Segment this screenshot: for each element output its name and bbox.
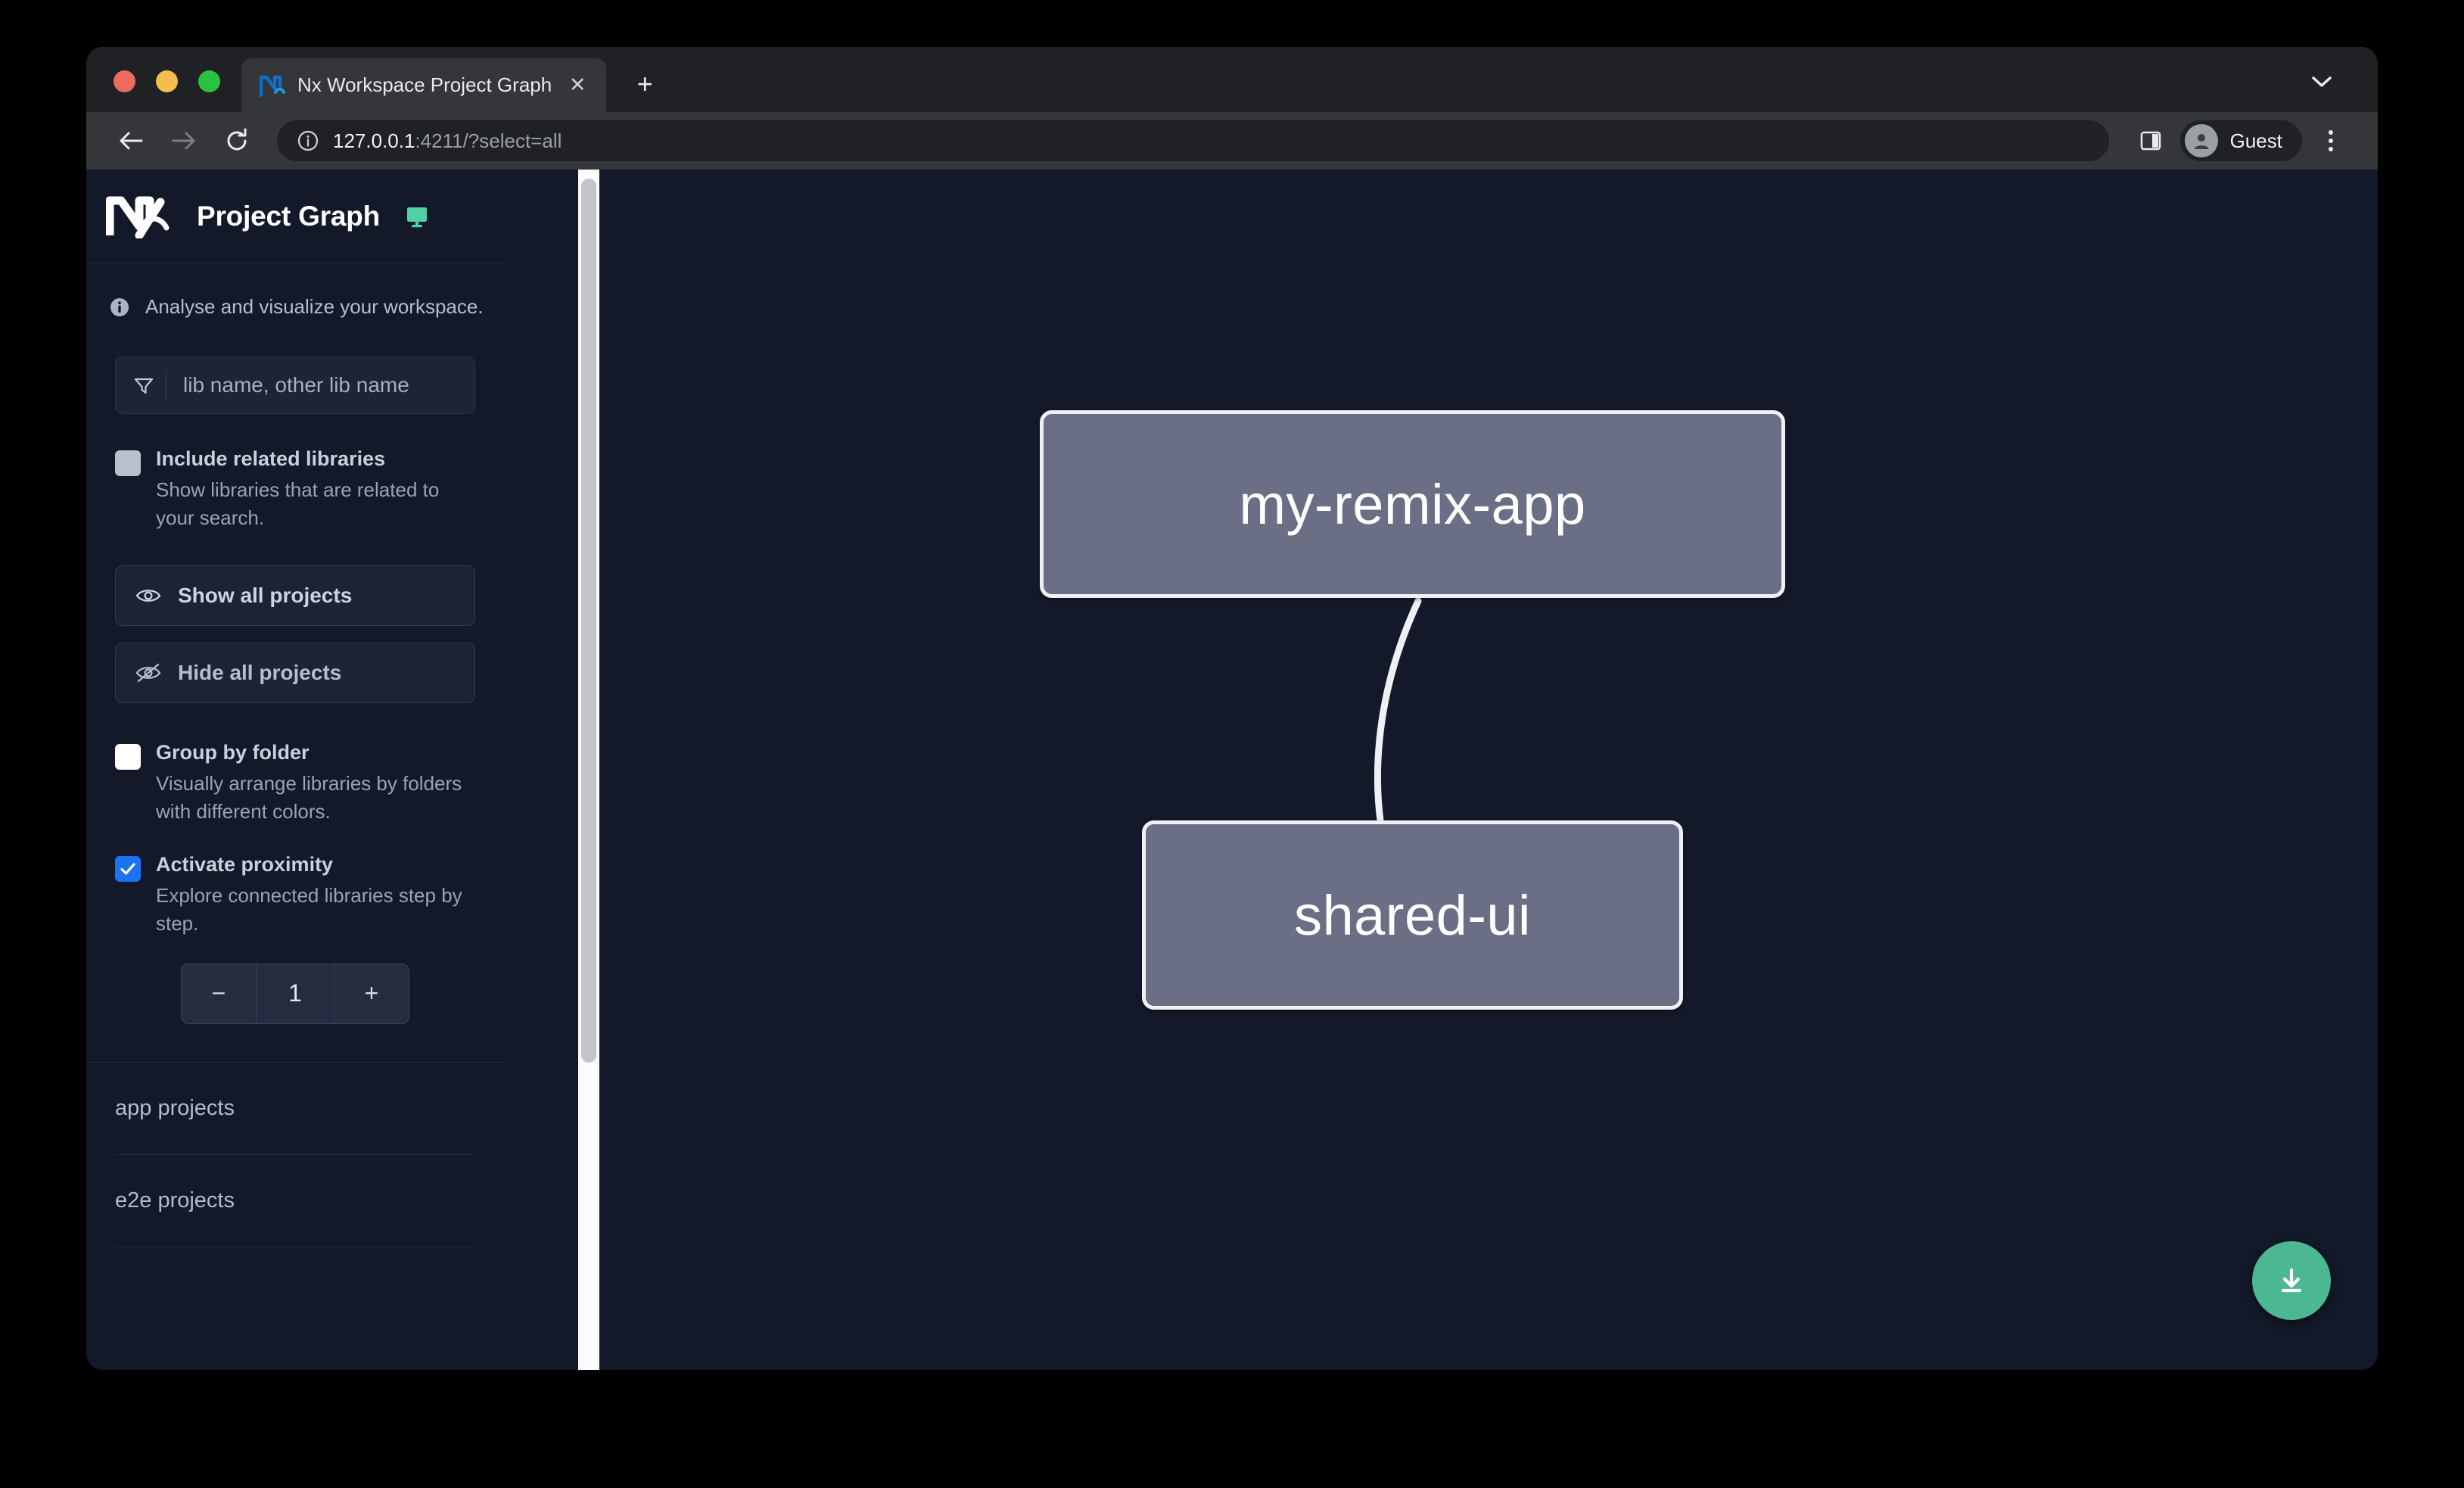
eye-icon	[135, 590, 161, 602]
profile-name: Guest	[2229, 129, 2282, 152]
search-box[interactable]	[115, 356, 475, 414]
profile-button[interactable]: Guest	[2179, 120, 2302, 161]
sidebar-item-app-projects[interactable]: app projects	[115, 1063, 475, 1155]
option-body: Group by folder Visually arrange librari…	[156, 739, 475, 826]
tab-title: Nx Workspace Project Graph	[297, 73, 552, 96]
info-circle-icon[interactable]	[297, 129, 319, 152]
monitor-icon[interactable]	[404, 204, 430, 229]
proximity-stepper: − 1 +	[181, 963, 409, 1024]
sidebar-tagline: Analyse and visualize your workspace.	[86, 263, 504, 319]
toolbar-right-cluster: Guest	[2129, 119, 2352, 163]
info-icon	[109, 297, 130, 318]
browser-tab-strip: Nx Workspace Project Graph ✕ +	[86, 47, 2378, 112]
browser-window: Nx Workspace Project Graph ✕ +	[86, 47, 2378, 1370]
address-bar[interactable]: 127.0.0.1:4211/?select=all	[277, 120, 2109, 161]
window-close-button[interactable]	[114, 70, 135, 92]
sidebar-scrollbar-track[interactable]	[578, 170, 599, 1370]
stepper-increment-button[interactable]: +	[364, 979, 379, 1007]
sidebar-tagline-text: Analyse and visualize your workspace.	[145, 295, 484, 318]
url-text: 127.0.0.1:4211/?select=all	[333, 129, 562, 153]
project-sections: app projects e2e projects	[86, 1063, 504, 1247]
stepper-value: 1	[256, 963, 334, 1023]
option-activate-proximity[interactable]: Activate proximity Explore connected lib…	[86, 851, 504, 938]
close-icon[interactable]: ✕	[568, 73, 586, 96]
sidebar-item-e2e-projects[interactable]: e2e projects	[115, 1155, 475, 1247]
hide-all-projects-label: Hide all projects	[178, 660, 342, 684]
show-all-projects-label: Show all projects	[178, 583, 353, 607]
graph-node-label: shared-ui	[1293, 883, 1531, 947]
url-host: 127.0.0.1	[333, 129, 415, 152]
option-body: Include related libraries Show libraries…	[156, 446, 475, 532]
sidebar-panel: Project Graph Analy	[86, 170, 504, 1370]
browser-toolbar: 127.0.0.1:4211/?select=all Guest	[86, 112, 2378, 170]
option-title: Group by folder	[156, 740, 310, 764]
sidebar-header: Project Graph	[86, 170, 504, 263]
chevron-down-icon[interactable]	[2299, 59, 2344, 104]
graph-node-shared-ui[interactable]: shared-ui	[1142, 820, 1683, 1010]
sidebar-divider	[86, 1061, 504, 1063]
graph-node-label: my-remix-app	[1239, 472, 1586, 536]
nx-logo-icon	[105, 195, 176, 239]
new-tab-button[interactable]: +	[636, 68, 653, 99]
option-title: Include related libraries	[156, 447, 386, 470]
option-description: Show libraries that are related to your …	[156, 478, 440, 529]
option-title: Activate proximity	[156, 852, 334, 876]
check-icon	[120, 863, 135, 875]
window-controls	[86, 70, 220, 112]
eye-off-icon	[135, 663, 161, 683]
stepper-decrement-button[interactable]: −	[211, 979, 226, 1007]
graph-edges	[1374, 597, 1422, 915]
activate-proximity-checkbox[interactable]	[115, 855, 141, 882]
group-by-folder-checkbox[interactable]	[115, 743, 141, 770]
reload-icon[interactable]	[213, 117, 260, 164]
nx-favicon-icon	[259, 74, 285, 97]
option-description: Visually arrange libraries by folders wi…	[156, 772, 462, 823]
graph-node-my-remix-app[interactable]: my-remix-app	[1040, 410, 1785, 598]
search-section	[86, 319, 504, 414]
sidebar-scrollbar-thumb[interactable]	[581, 179, 596, 1063]
option-group-by-folder[interactable]: Group by folder Visually arrange librari…	[86, 739, 504, 826]
window-maximize-button[interactable]	[198, 70, 220, 92]
kebab-menu-icon[interactable]	[2310, 119, 2352, 163]
page-viewport: Project Graph Analy	[86, 170, 2378, 1370]
page-title: Project Graph	[197, 200, 381, 232]
option-body: Activate proximity Explore connected lib…	[156, 851, 475, 938]
hide-all-projects-button[interactable]: Hide all projects	[115, 642, 475, 703]
back-arrow-icon[interactable]	[107, 117, 154, 164]
option-include-related-libraries[interactable]: Include related libraries Show libraries…	[86, 446, 504, 532]
browser-tab[interactable]: Nx Workspace Project Graph ✕	[241, 58, 607, 112]
download-icon	[2281, 1268, 2302, 1293]
person-avatar-icon	[2184, 124, 2218, 157]
proximity-stepper-wrap: − 1 +	[86, 938, 504, 1024]
option-description: Explore connected libraries step by step…	[156, 883, 462, 935]
visibility-button-group: Show all projects Hide all projects	[86, 532, 504, 703]
side-panel-icon[interactable]	[2129, 119, 2173, 163]
forward-arrow-icon[interactable]	[160, 117, 207, 164]
download-graph-button[interactable]	[2252, 1241, 2331, 1320]
project-graph-canvas[interactable]: my-remix-app shared-ui	[525, 170, 2378, 1370]
search-input[interactable]	[183, 373, 458, 397]
show-all-projects-button[interactable]: Show all projects	[115, 565, 475, 626]
include-related-libraries-checkbox[interactable]	[115, 450, 141, 476]
url-path: :4211/?select=all	[415, 129, 562, 152]
window-minimize-button[interactable]	[156, 70, 178, 92]
filter-funnel-icon	[132, 374, 155, 397]
